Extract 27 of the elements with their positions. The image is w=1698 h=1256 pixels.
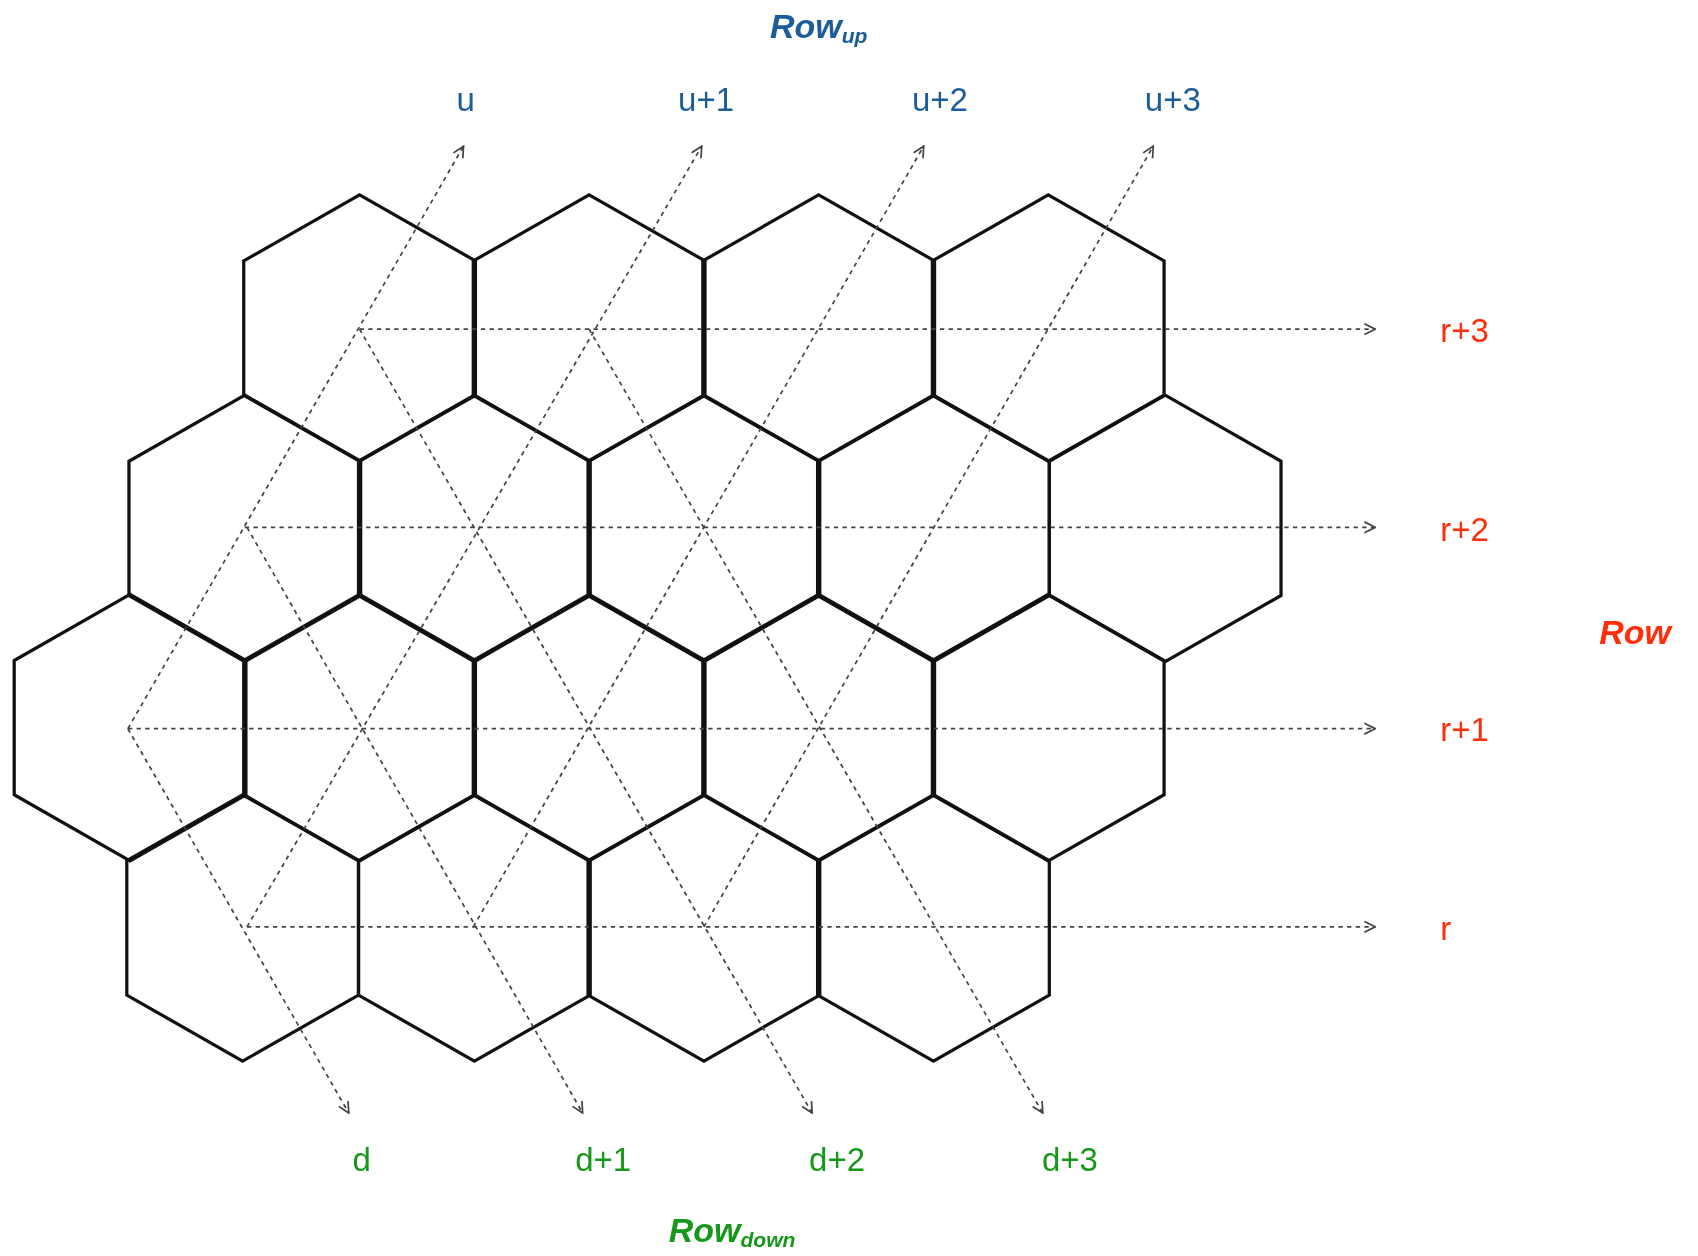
dashed-arrow	[703, 145, 1155, 928]
axis-index-label: r	[1440, 911, 1452, 945]
axis-index-label: d	[352, 1143, 371, 1176]
axis-index-label: d+1	[575, 1143, 632, 1176]
dashed-arrow	[246, 526, 584, 1114]
row-direction-title: Row$_{up}$	[769, 8, 868, 46]
axis-index-label: r+2	[1440, 513, 1489, 546]
dashed-arrow	[127, 145, 465, 730]
axis-index-label: r+3	[1440, 313, 1489, 347]
row-direction-title: Row$_{down}$	[668, 1212, 796, 1251]
axis-index-label: d+2	[809, 1143, 866, 1176]
dashed-arrow	[127, 727, 350, 1114]
dashed-arrow	[588, 328, 1044, 1114]
dashed-arrow	[243, 521, 1377, 534]
dashed-arrow	[246, 920, 1377, 934]
dashed-arrow	[127, 722, 1377, 735]
dashed-arrow	[246, 145, 703, 928]
dashed-arrow	[358, 328, 814, 1114]
dashed-arrow	[358, 322, 1377, 336]
axis-index-label: u	[456, 83, 475, 117]
dashed-arrow	[472, 145, 925, 928]
axis-index-label: u+1	[678, 83, 735, 117]
axis-index-label: r+1	[1440, 713, 1489, 747]
axis-index-label: d+3	[1041, 1143, 1098, 1176]
row-direction-title: Row	[1599, 615, 1672, 650]
axis-index-label: u+3	[1144, 83, 1201, 117]
axis-index-label: u+2	[911, 83, 968, 117]
